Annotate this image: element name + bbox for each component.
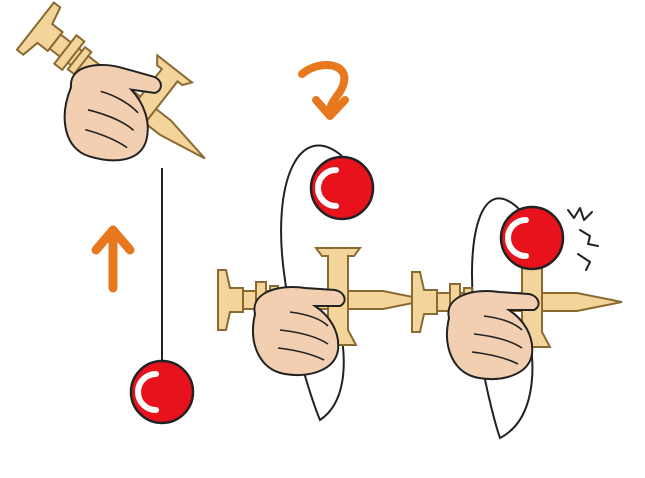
curved-down-arrow-icon: [302, 65, 345, 116]
ball: [501, 207, 563, 269]
ball: [131, 361, 193, 423]
up-arrow-icon: [96, 230, 130, 288]
hand: [253, 287, 345, 375]
step-2-group: [218, 65, 428, 420]
step-3-group: [412, 198, 622, 438]
ball: [311, 157, 373, 219]
impact-marks-icon: [568, 208, 598, 270]
step-1-group: [8, 0, 237, 423]
hand: [447, 291, 539, 379]
